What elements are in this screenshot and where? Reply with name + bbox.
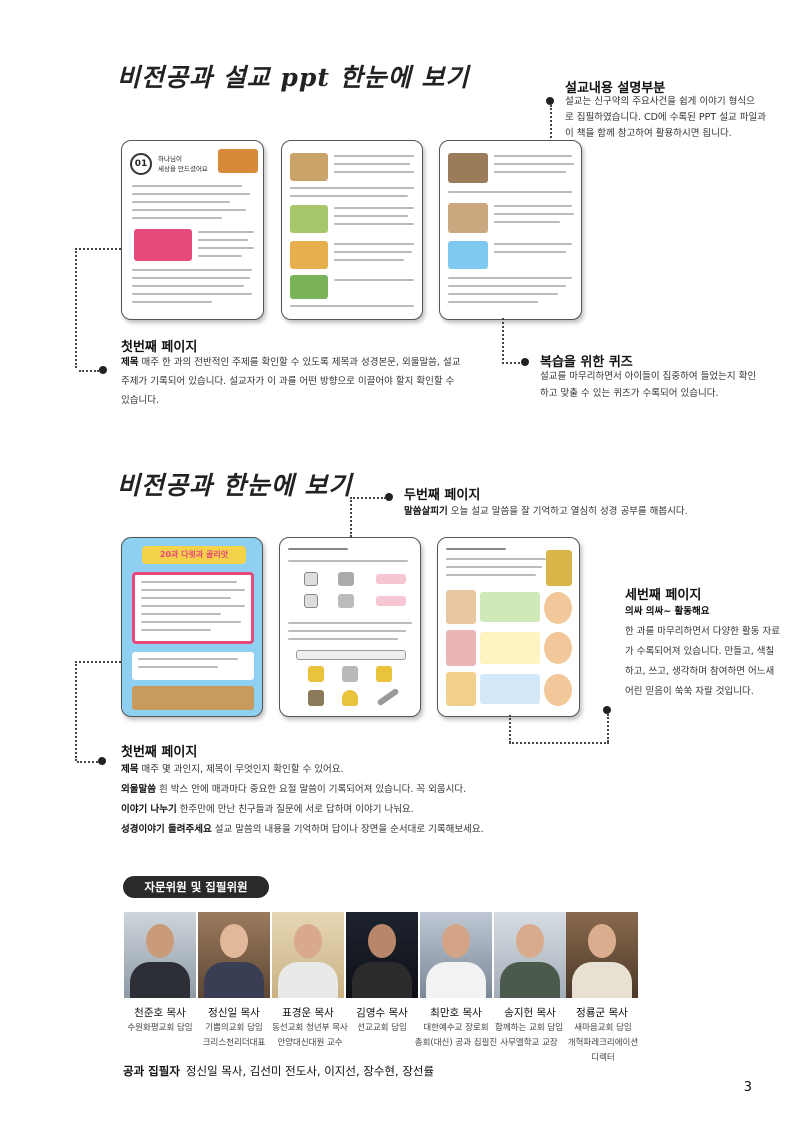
s2-page1-connector-v (75, 661, 77, 761)
explain-text: 설교는 신구약의 주요사건을 쉽게 이야기 형식으 로 집필하였습니다. CD에… (565, 96, 766, 139)
workbook-title: 20과 다윗과 골리앗 (142, 546, 246, 564)
child-illustration-3 (544, 674, 572, 706)
portrait-2 (198, 912, 270, 998)
story-picture-4 (290, 275, 328, 299)
ark-illustration (218, 149, 258, 173)
member-name-6: 송지헌 목사 (504, 1007, 556, 1019)
child-illustration-2 (544, 632, 572, 664)
s2-page1-heading: 첫번째 페이지 (121, 745, 198, 760)
section1-title: 비전공과 설교 ppt 한눈에 보기 (117, 63, 470, 92)
helmet-icon (342, 690, 358, 706)
member-name-4: 김영수 목사 (356, 1007, 408, 1019)
page-number: 3 (743, 1080, 752, 1095)
p3-text: 의싸 의싸~ 활동해요 한 과를 마무리하면서 다양한 활동 자료 가 수록되어… (625, 606, 780, 697)
story-scene-strip (132, 686, 254, 710)
member-roles-7: 새마음교회 담임 개혁파레크리에이션 디렉터 (567, 1023, 639, 1063)
portrait-5 (420, 912, 492, 998)
member-name-5: 최만호 목사 (430, 1007, 482, 1019)
p2-connector (350, 497, 352, 537)
page1-heading: 첫번째 페이지 (121, 340, 198, 355)
memory-verse-frame (132, 572, 254, 644)
p3-connector (509, 742, 609, 744)
page1-text: 제목 매주 한 과의 전반적인 주제를 확인할 수 있도록 제목과 성경본문, … (121, 357, 461, 406)
page1-dot (99, 366, 107, 374)
child-illustration-1 (544, 592, 572, 624)
story-picture-5 (448, 153, 488, 183)
quiz-text: 설교를 마무리하면서 아이들이 집중하여 들었는지 확인 하고 맞출 수 있는 … (540, 371, 757, 399)
portrait-1 (124, 912, 196, 998)
member-roles-5: 대한예수교 장로회 총회(대신) 공과 집필진 (414, 1023, 498, 1048)
member-name-1: 천준호 목사 (134, 1007, 186, 1019)
lesson-number: 01 (130, 153, 152, 175)
quiz-heading: 복습을 위한 퀴즈 (540, 355, 633, 370)
member-name-7: 정룡군 목사 (576, 1007, 628, 1019)
lesson-title-line2: 세상을 만드셨어요 (158, 165, 208, 173)
goliath-illustration (546, 550, 572, 586)
member-roles-1: 수원화평교회 담임 (127, 1023, 193, 1033)
ppt-thumbnail-3 (439, 140, 582, 320)
lesson-title-line1: 하나님이 (158, 155, 182, 163)
member-name-3: 표경운 목사 (282, 1007, 334, 1019)
story-picture-7 (448, 241, 488, 269)
quiz-dot (521, 358, 529, 366)
member-roles-3: 동선교회 청년부 목사 안양대신대원 교수 (272, 1023, 348, 1048)
memory-verse-box (134, 229, 192, 261)
portrait-4 (346, 912, 418, 998)
story-picture-2 (290, 205, 328, 233)
member-roles-2: 기쁨의교회 담임 크리스천리더대표 (202, 1023, 266, 1048)
house-illustration (446, 590, 476, 624)
p3-heading: 세번째 페이지 (625, 588, 702, 603)
sword-icon (376, 687, 400, 707)
portrait-7 (566, 912, 638, 998)
p3-dot (603, 706, 611, 714)
s2-page1-dot (98, 757, 106, 765)
explain-heading: 설교내용 설명부분 (565, 81, 666, 96)
p2-dot (385, 493, 393, 501)
member-roles-6: 함께하는 교회 담임 사무엘학교 교장 (495, 1023, 563, 1048)
workbook-thumbnail-3 (437, 537, 580, 717)
p2-text: 말씀살피기 오늘 설교 말씀을 잘 기억하고 열심히 성경 공부를 해봅시다. (404, 506, 688, 517)
workbook-thumbnail-2 (279, 537, 421, 717)
section2-title: 비전공과 한눈에 보기 (117, 471, 353, 500)
writers-label: 공과 집필자 (123, 1064, 180, 1078)
story-picture-3 (290, 241, 328, 269)
committee-badge: 자문위원 및 집필위원 (123, 876, 269, 898)
s2-page1-text: 제목 매주 몇 과인지, 제목이 무엇인지 확인할 수 있어요. 외울말씀 흰 … (121, 764, 484, 835)
armor-shield-icon (308, 666, 324, 682)
explain-dot (546, 97, 554, 105)
member-name-2: 정신일 목사 (208, 1007, 260, 1019)
s2-page1-connector-h (75, 661, 121, 663)
explain-connector (550, 105, 552, 145)
workbook-thumbnail-1: 20과 다윗과 골리앗 (121, 537, 263, 717)
story-picture-1 (290, 153, 328, 181)
p2-heading: 두번째 페이지 (404, 488, 481, 503)
portrait-6 (494, 912, 566, 998)
writers-names: 정신일 목사, 김선미 전도사, 이지선, 장수현, 장선률 (185, 1064, 435, 1078)
portrait-3 (272, 912, 344, 998)
writers-line: 공과 집필자 정신일 목사, 김선미 전도사, 이지선, 장수현, 장선률 (123, 1063, 434, 1079)
ppt-thumbnail-1: 01 하나님이 세상을 만드셨어요 (121, 140, 264, 320)
page1-connector-v (75, 248, 77, 368)
quiz-connector (502, 318, 504, 364)
ppt-thumbnail-2 (281, 140, 423, 320)
story-picture-6 (448, 203, 488, 233)
page1-connector-h (75, 248, 121, 250)
member-roles-4: 선교교회 담임 (357, 1023, 407, 1033)
